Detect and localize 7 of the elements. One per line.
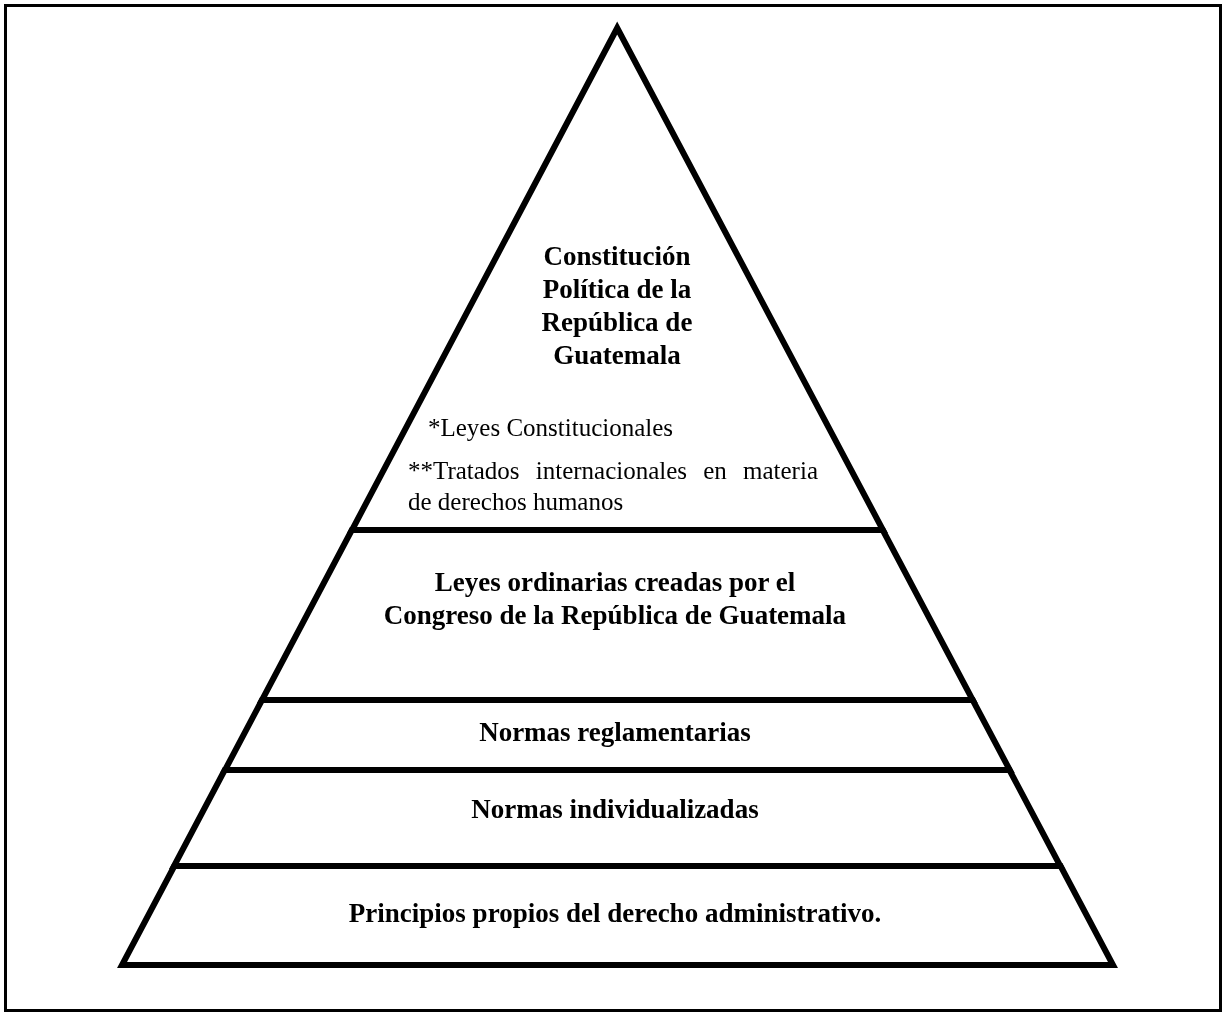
tier-label: Normas individualizadas <box>470 793 760 826</box>
tier-label: Principios propios del derecho administrativo. <box>347 897 883 930</box>
tier-note: **Tratados internacionales en materia de derechos humanos <box>408 456 818 517</box>
tier-label: Leyes ordinarias creadas por el Congreso de la República de Guatemala <box>382 566 848 632</box>
tier-note: *Leyes Constitucionales <box>428 413 675 443</box>
tier-label: Normas reglamentarias <box>478 716 752 749</box>
tier-label: Constitución Política de la República de Guatemala <box>540 240 694 372</box>
